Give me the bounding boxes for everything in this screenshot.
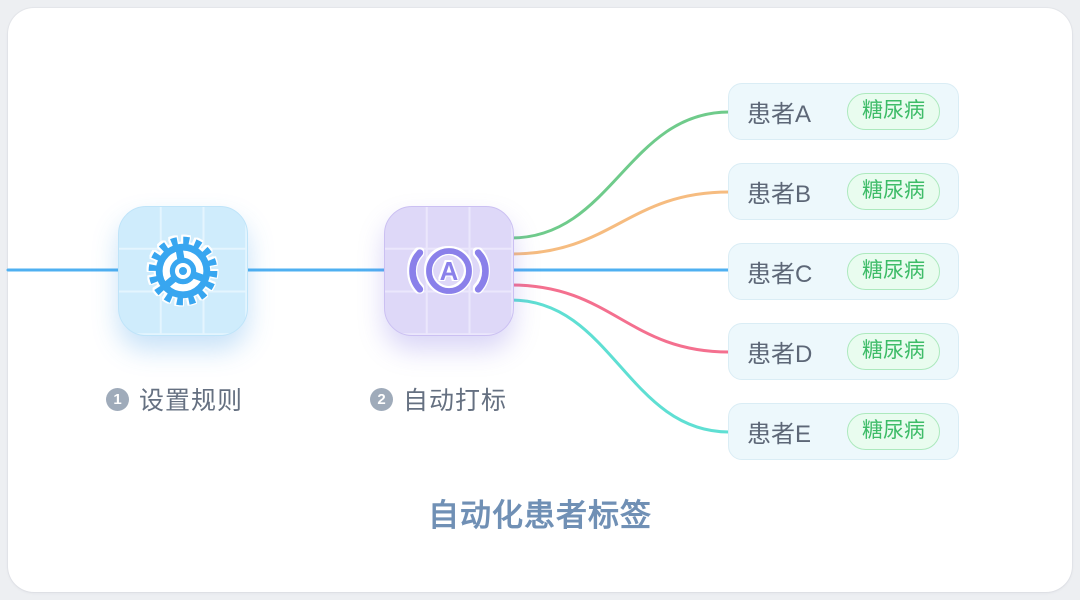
auto-tag-icon: A: [409, 248, 489, 294]
step-1-number-badge: 1: [106, 387, 129, 411]
gear-icon: [148, 236, 218, 306]
patient-name: 患者A: [747, 101, 812, 128]
step-1-label: 1 设置规则: [106, 381, 243, 417]
patient-name: 患者E: [747, 421, 812, 448]
diagnosis-tag-badge: 糖尿病: [847, 172, 940, 211]
node-set-rules: [118, 206, 248, 336]
diagnosis-tag-badge: 糖尿病: [847, 412, 940, 451]
patient-card-b: 患者B 糖尿病: [728, 163, 959, 220]
step-2-label: 2 自动打标: [370, 381, 507, 417]
diagnosis-tag-badge: 糖尿病: [847, 92, 940, 131]
patient-name: 患者C: [747, 261, 813, 288]
patient-card-e: 患者E 糖尿病: [728, 403, 959, 460]
node-auto-tag: A: [384, 206, 514, 336]
patient-card-c: 患者C 糖尿病: [728, 243, 959, 300]
patient-card-d: 患者D 糖尿病: [728, 323, 959, 380]
diagnosis-tag-badge: 糖尿病: [847, 332, 940, 371]
patient-name: 患者B: [747, 181, 812, 208]
patient-name: 患者D: [747, 341, 813, 368]
step-1-text: 设置规则: [139, 387, 244, 415]
patient-card-a: 患者A 糖尿病: [728, 83, 959, 140]
step-2-text: 自动打标: [403, 387, 508, 415]
diagram-title: 自动化患者标签: [428, 498, 652, 533]
auto-tag-letter: A: [440, 258, 459, 286]
step-2-number-badge: 2: [370, 387, 393, 411]
diagnosis-tag-badge: 糖尿病: [847, 252, 940, 291]
